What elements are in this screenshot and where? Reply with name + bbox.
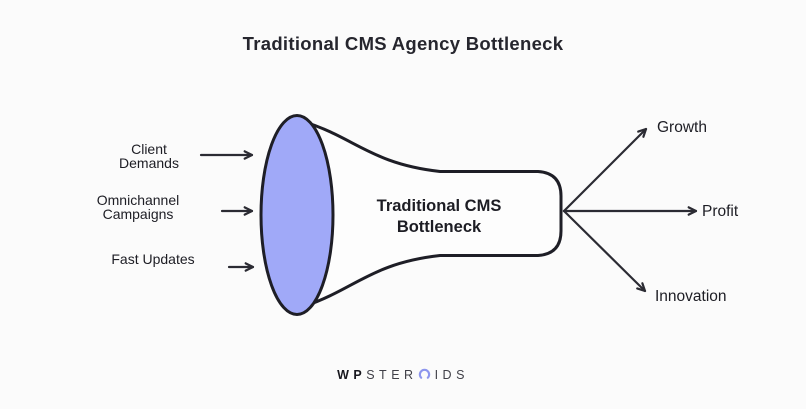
output-arrow-innovation: [562, 209, 647, 293]
logo-text-ster: STER: [366, 368, 418, 382]
output-label-growth: Growth: [657, 119, 707, 136]
funnel-mouth-ellipse: [259, 114, 335, 316]
logo-text-wp: WP: [337, 368, 367, 382]
gauge-icon: [418, 368, 431, 384]
diagram-title: Traditional CMS Agency Bottleneck: [242, 33, 564, 54]
logo-text-ids: IDS: [434, 368, 469, 382]
output-label-profit: Profit: [702, 203, 739, 220]
output-arrow-growth: [562, 127, 648, 213]
output-label-innovation: Innovation: [655, 288, 727, 305]
input-label-fast-updates: Fast Updates: [111, 251, 195, 267]
funnel-label: Traditional CMS Bottleneck: [376, 197, 502, 236]
funnel-horn: [303, 120, 563, 308]
wpsteroids-logo: WP STER IDS: [0, 367, 806, 383]
input-label-client-demands: Client Demands: [119, 141, 179, 171]
input-label-omnichannel-campaigns: Omnichannel Campaigns: [96, 192, 180, 222]
